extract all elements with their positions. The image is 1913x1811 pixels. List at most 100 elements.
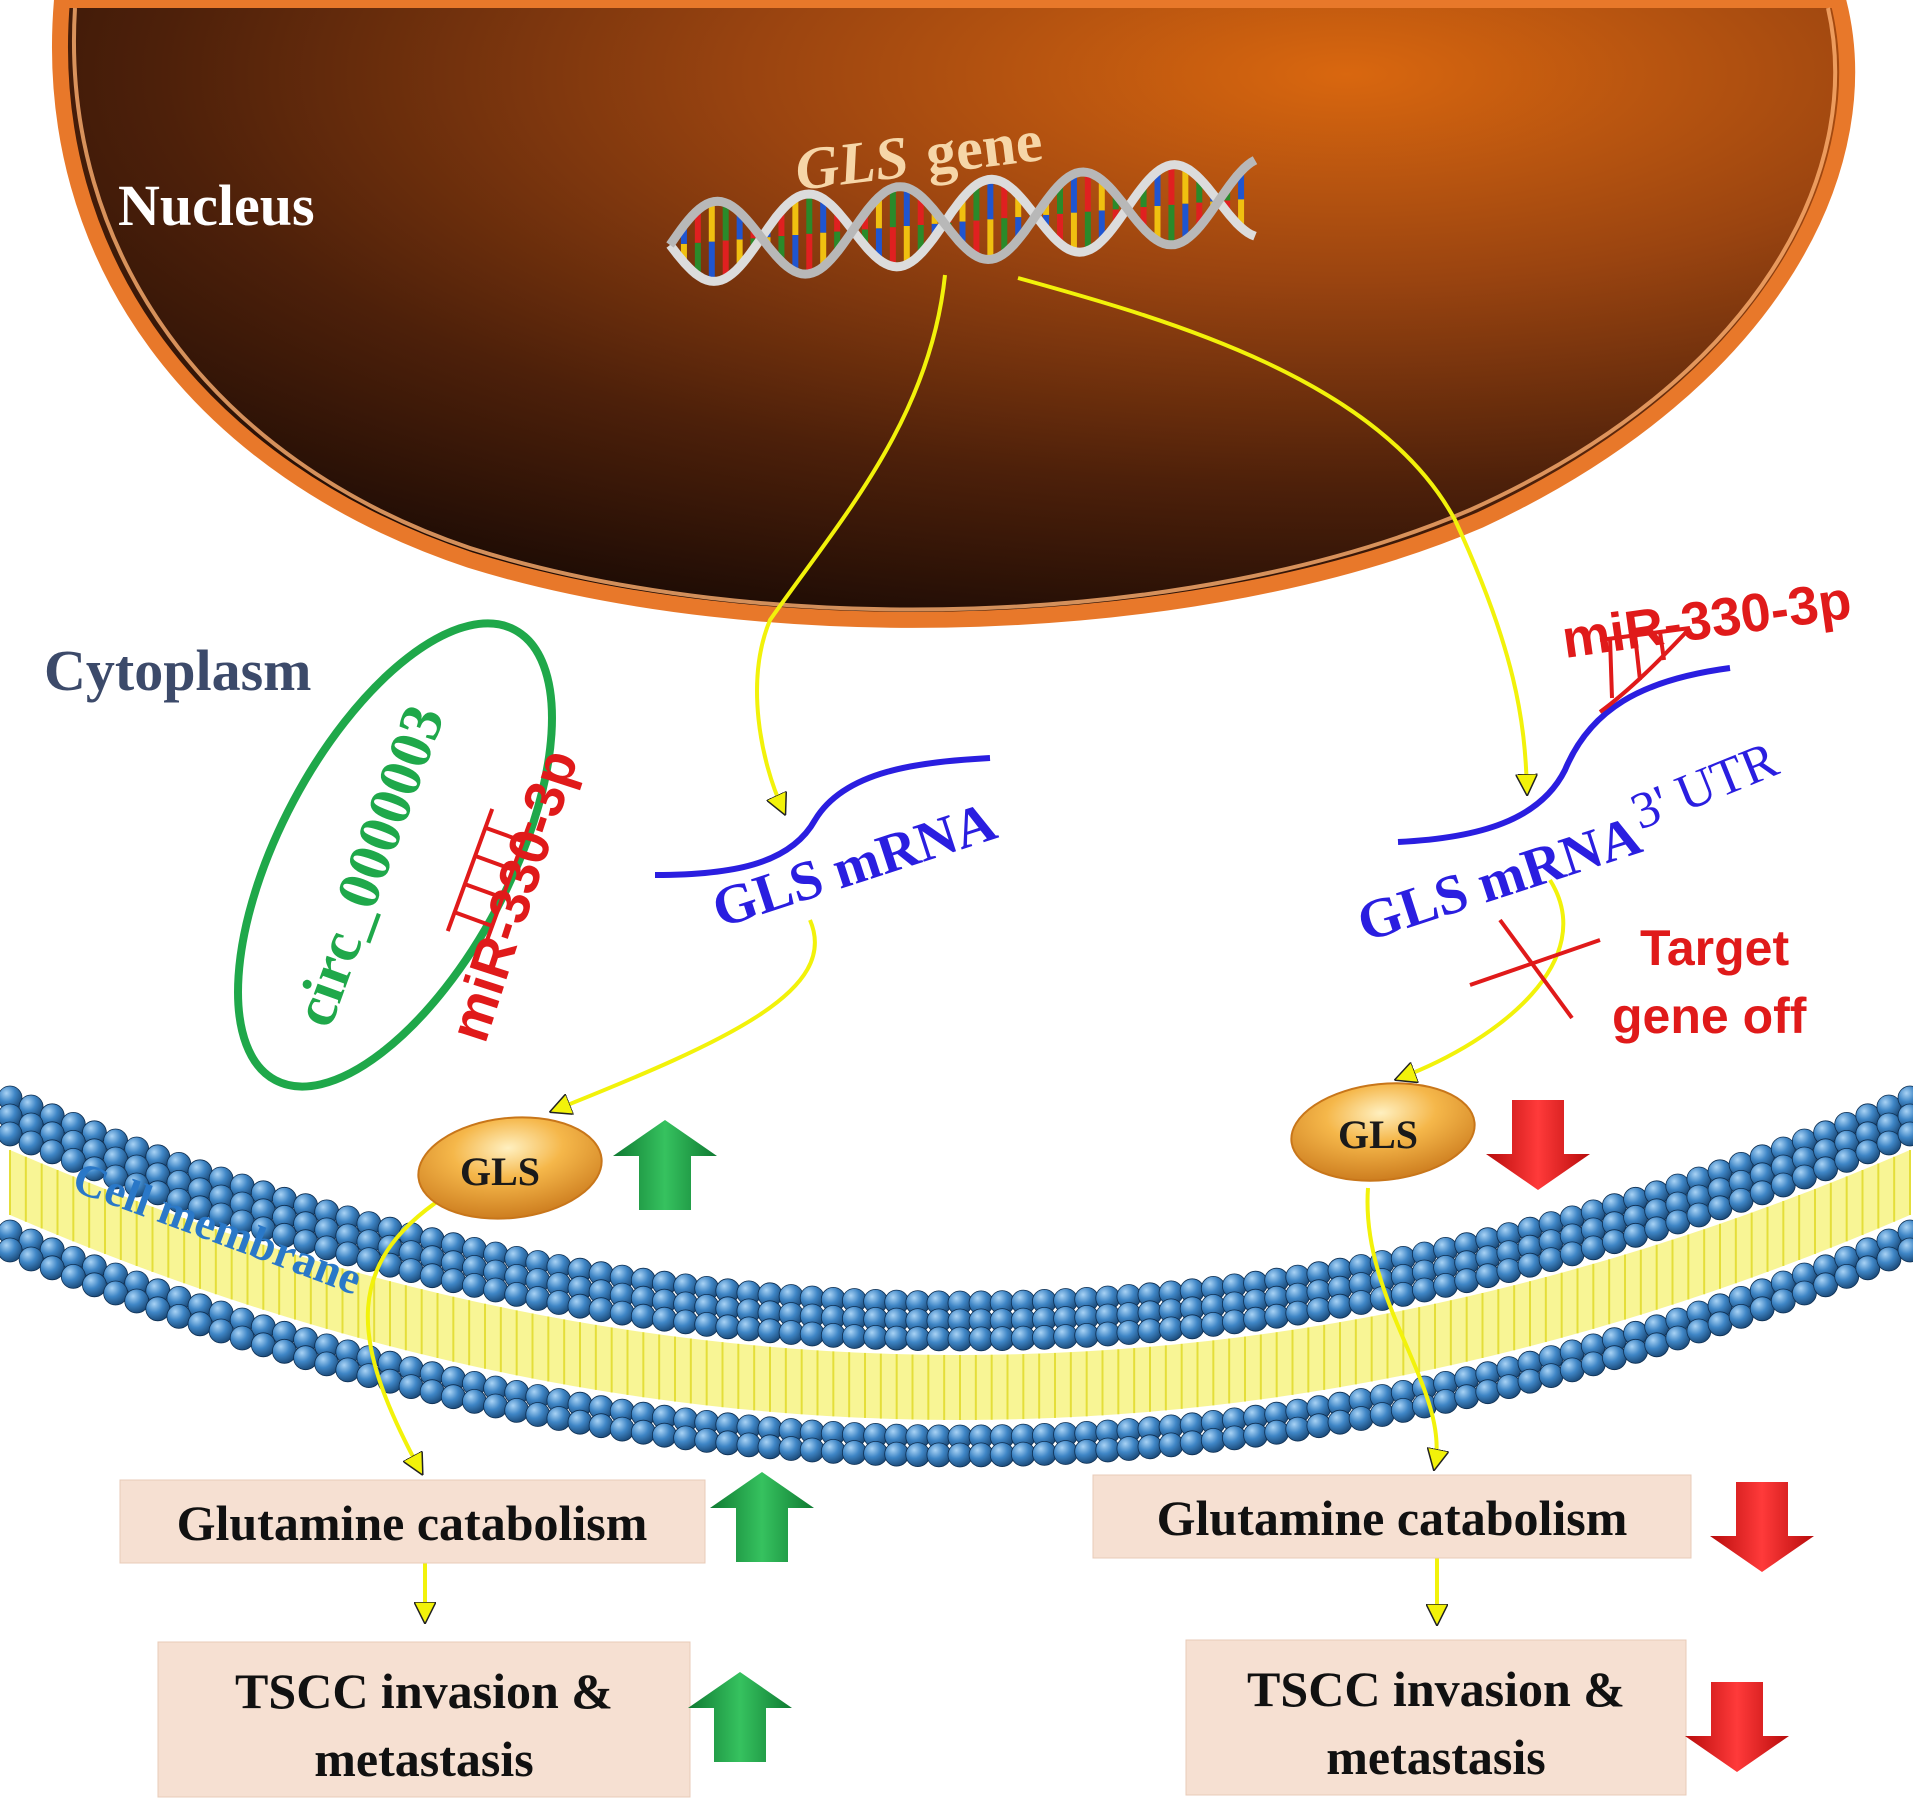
lipid-head <box>1792 1280 1817 1306</box>
mirna-ladder-right-icon <box>1598 626 1692 714</box>
circrna-label: circ_0000003 <box>280 697 457 1035</box>
lipid-head <box>546 1406 572 1431</box>
right-mrna-to-protein-arrow <box>1400 878 1566 1078</box>
lipid-head <box>1770 1172 1796 1198</box>
lipid-head <box>1876 1130 1902 1156</box>
lipid-head <box>1074 1439 1100 1464</box>
gls-protein-left: GLS <box>417 1116 603 1220</box>
lipid-head <box>1032 1325 1057 1350</box>
lipid-head <box>39 1139 65 1165</box>
dna-backbone <box>666 156 1258 279</box>
lipid-head <box>1348 1406 1374 1431</box>
lipid-head <box>884 1325 910 1351</box>
lipid-head <box>1559 1357 1585 1383</box>
lipid-head <box>1053 1324 1078 1349</box>
dna-to-right-mrna-arrow <box>1017 276 1527 790</box>
dna-helix-icon <box>666 156 1258 286</box>
lipid-head <box>1327 1293 1353 1319</box>
lipid-head <box>968 1442 994 1468</box>
lipid-head <box>736 1316 762 1342</box>
lipid-head <box>1623 1222 1648 1248</box>
dna-to-left-mrna-arrow <box>755 274 947 810</box>
lipid-head <box>314 1351 340 1377</box>
lipid-head <box>673 1425 698 1451</box>
nucleus-rim-highlight <box>72 7 1838 612</box>
tscc-box-left: TSCC invasion & metastasis <box>157 1641 691 1798</box>
lipid-head <box>757 1434 783 1460</box>
lipid-head <box>609 1300 635 1326</box>
lipid-head <box>905 1442 931 1467</box>
lipid-head <box>1390 1398 1416 1423</box>
lipid-head <box>1855 1255 1881 1281</box>
down-arrow-icon-tscc-right <box>1685 1682 1789 1772</box>
lipid-head <box>103 1280 128 1306</box>
down-arrow-icon-glut-right <box>1710 1482 1814 1572</box>
lipid-head <box>820 1439 846 1464</box>
lipid-head <box>1327 1409 1353 1435</box>
gls-protein-right-shape <box>1290 1082 1476 1182</box>
lipid-head <box>18 1130 44 1156</box>
lipid-head <box>461 1389 487 1414</box>
gls-protein-right-label: GLS <box>1338 1112 1418 1157</box>
lipid-head <box>208 1318 234 1344</box>
lipid-head <box>1475 1263 1501 1289</box>
mirna-right-label: miR-330-3p <box>1558 570 1855 670</box>
regulation-indicators <box>613 1100 1814 1772</box>
glut-box-right-bg <box>1092 1474 1692 1559</box>
lipid-head <box>968 1326 994 1352</box>
lipid-head <box>757 1318 783 1344</box>
lipid-head <box>1770 1288 1796 1314</box>
lipid-head <box>1222 1309 1247 1335</box>
lipid-head <box>694 1312 720 1337</box>
lipid-head <box>1433 1389 1458 1414</box>
nucleus-label: Nucleus <box>118 173 315 238</box>
lipid-head <box>1137 1318 1163 1344</box>
membrane-beads <box>0 1085 1913 1468</box>
nucleus <box>52 0 1856 628</box>
lipid-head <box>82 1272 107 1298</box>
lipid-head <box>419 1263 445 1289</box>
tscc-box-right-line2: metastasis <box>1326 1729 1545 1785</box>
lipid-head <box>1010 1441 1036 1467</box>
lipid-head <box>525 1402 551 1427</box>
tscc-box-right-bg <box>1185 1639 1687 1796</box>
lipid-head <box>250 1332 276 1358</box>
lipid-head <box>1559 1241 1585 1267</box>
lipid-head <box>1517 1252 1543 1278</box>
lipid-head <box>187 1311 213 1337</box>
lipid-head <box>1855 1139 1881 1165</box>
lipid-head <box>1602 1345 1627 1371</box>
lipid-head <box>1580 1351 1606 1377</box>
lipid-head <box>1834 1148 1860 1173</box>
lipid-head <box>926 1442 952 1468</box>
up-arrow-icon-glut-left <box>710 1472 814 1562</box>
lipid-head <box>271 1338 297 1364</box>
lipid-head <box>630 1419 656 1445</box>
lipid-head <box>1032 1441 1057 1466</box>
up-arrow-icon-tscc-left <box>688 1672 792 1762</box>
lipid-head <box>1707 1195 1733 1221</box>
lipid-head <box>1792 1164 1817 1190</box>
lipid-head <box>1158 1432 1184 1458</box>
cell-membrane <box>0 1085 1913 1468</box>
lipid-head <box>1243 1422 1268 1448</box>
lipid-head <box>1095 1437 1121 1463</box>
lipid-head <box>145 1296 171 1322</box>
lipid-head <box>863 1325 888 1350</box>
lipid-head <box>1116 1320 1142 1345</box>
lipid-head <box>799 1437 825 1463</box>
lipid-head <box>989 1442 1015 1467</box>
tscc-box-right: TSCC invasion & metastasis <box>1185 1639 1687 1796</box>
lipid-head <box>1010 1325 1036 1351</box>
membrane-tail-lines <box>9 1150 1911 1420</box>
lipid-head <box>1285 1416 1311 1442</box>
lipid-head <box>1306 1297 1332 1323</box>
lipid-head <box>1665 1209 1691 1235</box>
lipid-head <box>1897 1121 1913 1147</box>
lipid-head <box>0 1237 23 1263</box>
lipid-head <box>1264 1303 1290 1329</box>
mirna-ladder-left-icon <box>445 808 532 946</box>
lipid-head <box>820 1323 846 1348</box>
